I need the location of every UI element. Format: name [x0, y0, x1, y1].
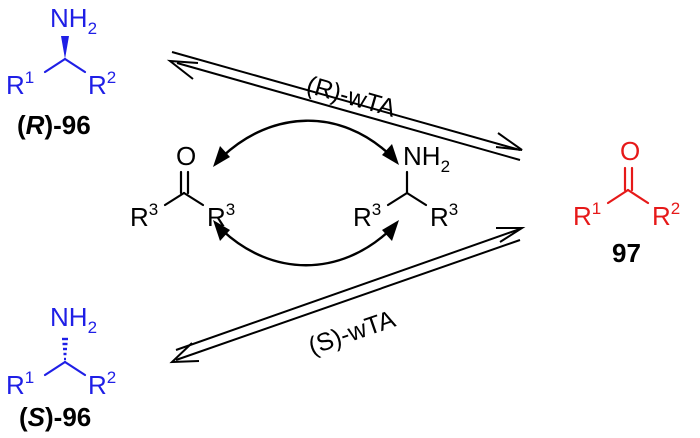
r-amine-label: (R)-96 — [17, 110, 91, 140]
r-amine-bond-left — [43, 57, 67, 74]
cosub-ketone-bond-right — [182, 191, 205, 207]
bottom-forward-arrowhead — [496, 227, 526, 243]
lower-curved-arrow-left-head — [213, 220, 230, 241]
s-amine-structure: NH2 R1 R2 — [6, 302, 116, 400]
r-amine-nh2: NH2 — [50, 3, 97, 38]
top-forward-arrow-shaft — [171, 51, 521, 151]
top-reverse-arrowhead — [166, 59, 199, 80]
cosubstrate-exchange-arrows — [213, 119, 399, 267]
product-ketone-structure: O R1 R2 — [573, 136, 680, 231]
product-bond-right — [626, 188, 650, 205]
cosub-amine-bond-left — [386, 191, 409, 207]
s-amine-bond-left — [43, 360, 67, 377]
r-wta-enzyme-label: (R)-wTA — [303, 71, 399, 123]
product-bond-left — [606, 188, 630, 205]
top-reverse-arrow-shaft — [176, 62, 521, 161]
cosub-amine-bond-right — [405, 191, 428, 207]
product-label: 97 — [612, 238, 641, 268]
top-equilibrium-arrows — [166, 51, 523, 161]
product-r2: R2 — [652, 199, 680, 231]
lower-curved-arrow — [221, 229, 391, 267]
bottom-reverse-arrowhead — [169, 342, 200, 364]
coproduct-amine-structure: NH2 R3 R3 — [353, 141, 458, 232]
r-amine-r2: R2 — [88, 68, 116, 100]
bottom-forward-arrow-shaft — [175, 228, 521, 351]
s-amine-hashed-bond — [62, 337, 68, 361]
cosub-ketone-oxygen: O — [176, 141, 196, 171]
r-amine-structure: NH2 R1 R2 — [6, 3, 116, 100]
s-wta-enzyme-label: (S)-wTA — [305, 305, 399, 361]
s-amine-label: (S)-96 — [19, 402, 91, 432]
product-r1: R1 — [573, 199, 601, 231]
product-oxygen: O — [620, 136, 640, 166]
cosub-ketone-bond-left — [163, 191, 186, 207]
r-amine-r1: R1 — [6, 68, 34, 100]
upper-curved-arrow-right-head — [382, 144, 399, 165]
cosub-ketone-r3-left: R3 — [130, 200, 158, 232]
r-amine-wedge-bond — [61, 36, 69, 59]
bottom-reverse-arrow-shaft — [175, 239, 521, 361]
s-amine-r2: R2 — [88, 368, 116, 400]
cosub-amine-r3-right: R3 — [430, 200, 458, 232]
upper-curved-arrow — [221, 119, 391, 158]
r-amine-bond-right — [63, 57, 87, 74]
s-amine-bond-right — [63, 360, 87, 377]
cosub-amine-r3-left: R3 — [353, 200, 381, 232]
s-amine-nh2: NH2 — [50, 302, 97, 337]
cosub-amine-nh2: NH2 — [403, 141, 450, 176]
cosub-ketone-r3-right: R3 — [207, 200, 235, 232]
upper-curved-arrow-left-head — [213, 146, 230, 167]
s-amine-r1: R1 — [6, 368, 34, 400]
bottom-equilibrium-arrows — [169, 227, 526, 364]
lower-curved-arrow-right-head — [382, 220, 399, 241]
cosubstrate-ketone-structure: O R3 R3 — [130, 141, 235, 232]
top-forward-arrowhead — [495, 132, 523, 151]
